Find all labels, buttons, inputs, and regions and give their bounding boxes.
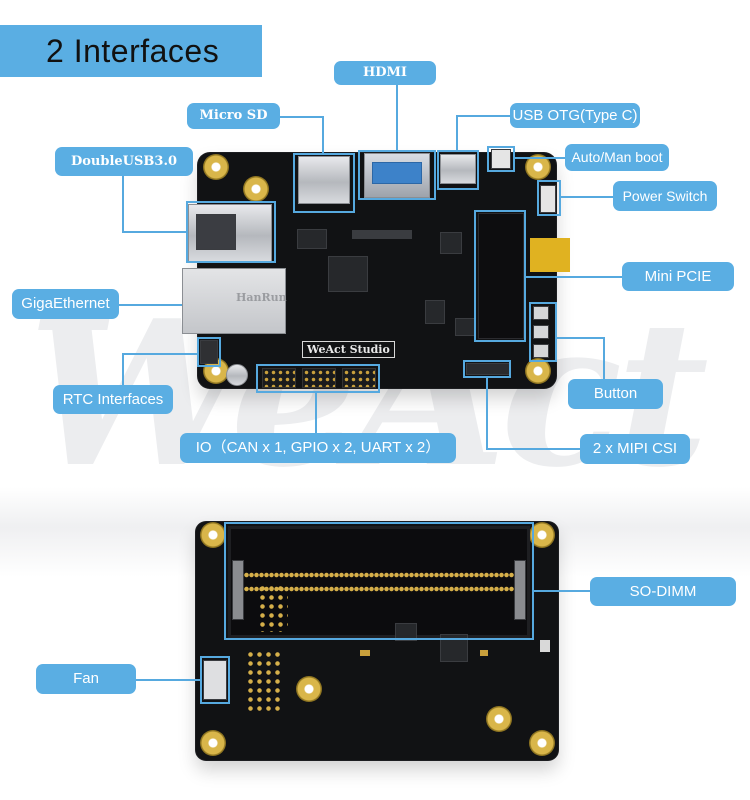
io-header-2: [302, 368, 336, 388]
callout-line-doubleusb-v: [122, 176, 124, 232]
callout-line-mipi: [486, 448, 580, 450]
outline-micro-sd: [293, 153, 355, 213]
label-hdmi: HDMI: [334, 61, 436, 85]
chip-right-lower: [455, 318, 475, 336]
pin-field-2: [246, 650, 282, 714]
comp-bottom-3: [540, 640, 550, 652]
label-io: IO（CAN x 1, GPIO x 2, UART x 2）: [180, 433, 456, 463]
main-soc: [328, 256, 368, 292]
callout-line-rtc: [122, 353, 197, 355]
label-auto-man-boot: Auto/Man boot: [565, 144, 669, 171]
callout-line-boot: [515, 157, 565, 159]
outline-mipi-csi: [463, 360, 511, 378]
power-switch: [540, 185, 556, 213]
so-dimm-latch-left: [232, 560, 244, 620]
label-fan: Fan: [36, 664, 136, 694]
header-strip: [352, 230, 412, 239]
so-dimm-latch-right: [514, 560, 526, 620]
chip-right: [440, 232, 462, 254]
callout-line-microsd: [280, 116, 324, 118]
callout-line-microsd-v: [322, 116, 324, 153]
magjack-text: HanRun: [236, 291, 287, 304]
outline-boot: [487, 146, 515, 172]
boot-switch: [491, 149, 511, 169]
callout-line-button-v: [603, 337, 605, 380]
button-3: [533, 344, 549, 358]
outline-double-usb: [186, 201, 276, 263]
hdmi-inner: [372, 162, 422, 184]
button-2: [533, 325, 549, 339]
callout-line-ethernet: [119, 304, 182, 306]
chip-bottom-1: [395, 623, 417, 641]
usb-c-port: [440, 154, 476, 184]
outline-io: [256, 364, 380, 393]
label-double-usb: DoubleUSB3.0: [55, 147, 193, 176]
mounting-hole: [200, 730, 226, 756]
callout-line-hdmi: [396, 84, 398, 150]
mounting-hole: [529, 730, 555, 756]
callout-line-fan: [135, 679, 200, 681]
micro-sd-slot: [298, 156, 350, 204]
io-header-1: [262, 368, 296, 388]
label-power-switch: Power Switch: [613, 181, 717, 211]
label-so-dimm: SO-DIMM: [590, 577, 736, 606]
label-giga-ethernet: GigaEthernet: [12, 289, 119, 319]
chip-small: [297, 229, 327, 249]
outline-usb-otg: [437, 150, 479, 190]
callout-line-so-dimm: [534, 590, 590, 592]
callout-line-minipcie: [526, 276, 622, 278]
callout-line-rtc-v: [122, 353, 124, 386]
button-1: [533, 306, 549, 320]
io-header-3: [342, 368, 376, 388]
label-micro-sd: Micro SD: [187, 103, 280, 129]
label-mipi-csi: 2 x MIPI CSI: [580, 434, 690, 464]
pin-field: [258, 584, 288, 632]
mini-pcie-socket: [478, 213, 524, 339]
outline-hdmi: [358, 150, 436, 200]
chip-mid: [425, 300, 445, 324]
callout-line-usbotg-v: [456, 115, 458, 150]
outline-mini-pcie: [474, 210, 526, 342]
callout-line-io-v: [315, 393, 317, 433]
callout-line-mipi-v: [486, 378, 488, 449]
mounting-hole: [486, 706, 512, 732]
mini-pcie-latch: [530, 238, 570, 272]
usb-port-tongue: [196, 214, 236, 250]
mounting-hole: [296, 676, 322, 702]
ethernet-port: [182, 268, 286, 334]
mounting-hole: [203, 154, 229, 180]
label-usb-otg: USB OTG(Type C): [510, 103, 640, 128]
comp-bottom-2: [360, 650, 370, 656]
comp-bottom-1: [480, 650, 488, 656]
fan-connector: [203, 660, 227, 700]
outline-so-dimm: [224, 522, 534, 640]
so-dimm-contacts-2: [244, 586, 514, 592]
so-dimm-contacts: [244, 572, 514, 578]
outline-button: [529, 302, 557, 362]
callout-line-doubleusb: [122, 231, 186, 233]
mounting-hole: [525, 358, 551, 384]
outline-power-switch: [537, 180, 561, 216]
board-silkscreen: WeAct Studio: [302, 341, 395, 358]
callout-line-power: [561, 196, 613, 198]
outline-rtc: [197, 337, 221, 367]
label-mini-pcie: Mini PCIE: [622, 262, 734, 291]
page-title: 2 Interfaces: [0, 25, 262, 77]
callout-line-usbotg: [456, 115, 510, 117]
mounting-hole: [243, 176, 269, 202]
callout-line-button: [557, 337, 604, 339]
mounting-hole: [200, 522, 226, 548]
outline-fan: [200, 656, 230, 704]
rtc-connector: [200, 340, 218, 364]
label-rtc: RTC Interfaces: [53, 385, 173, 414]
capacitor: [226, 364, 248, 386]
label-button: Button: [568, 379, 663, 409]
